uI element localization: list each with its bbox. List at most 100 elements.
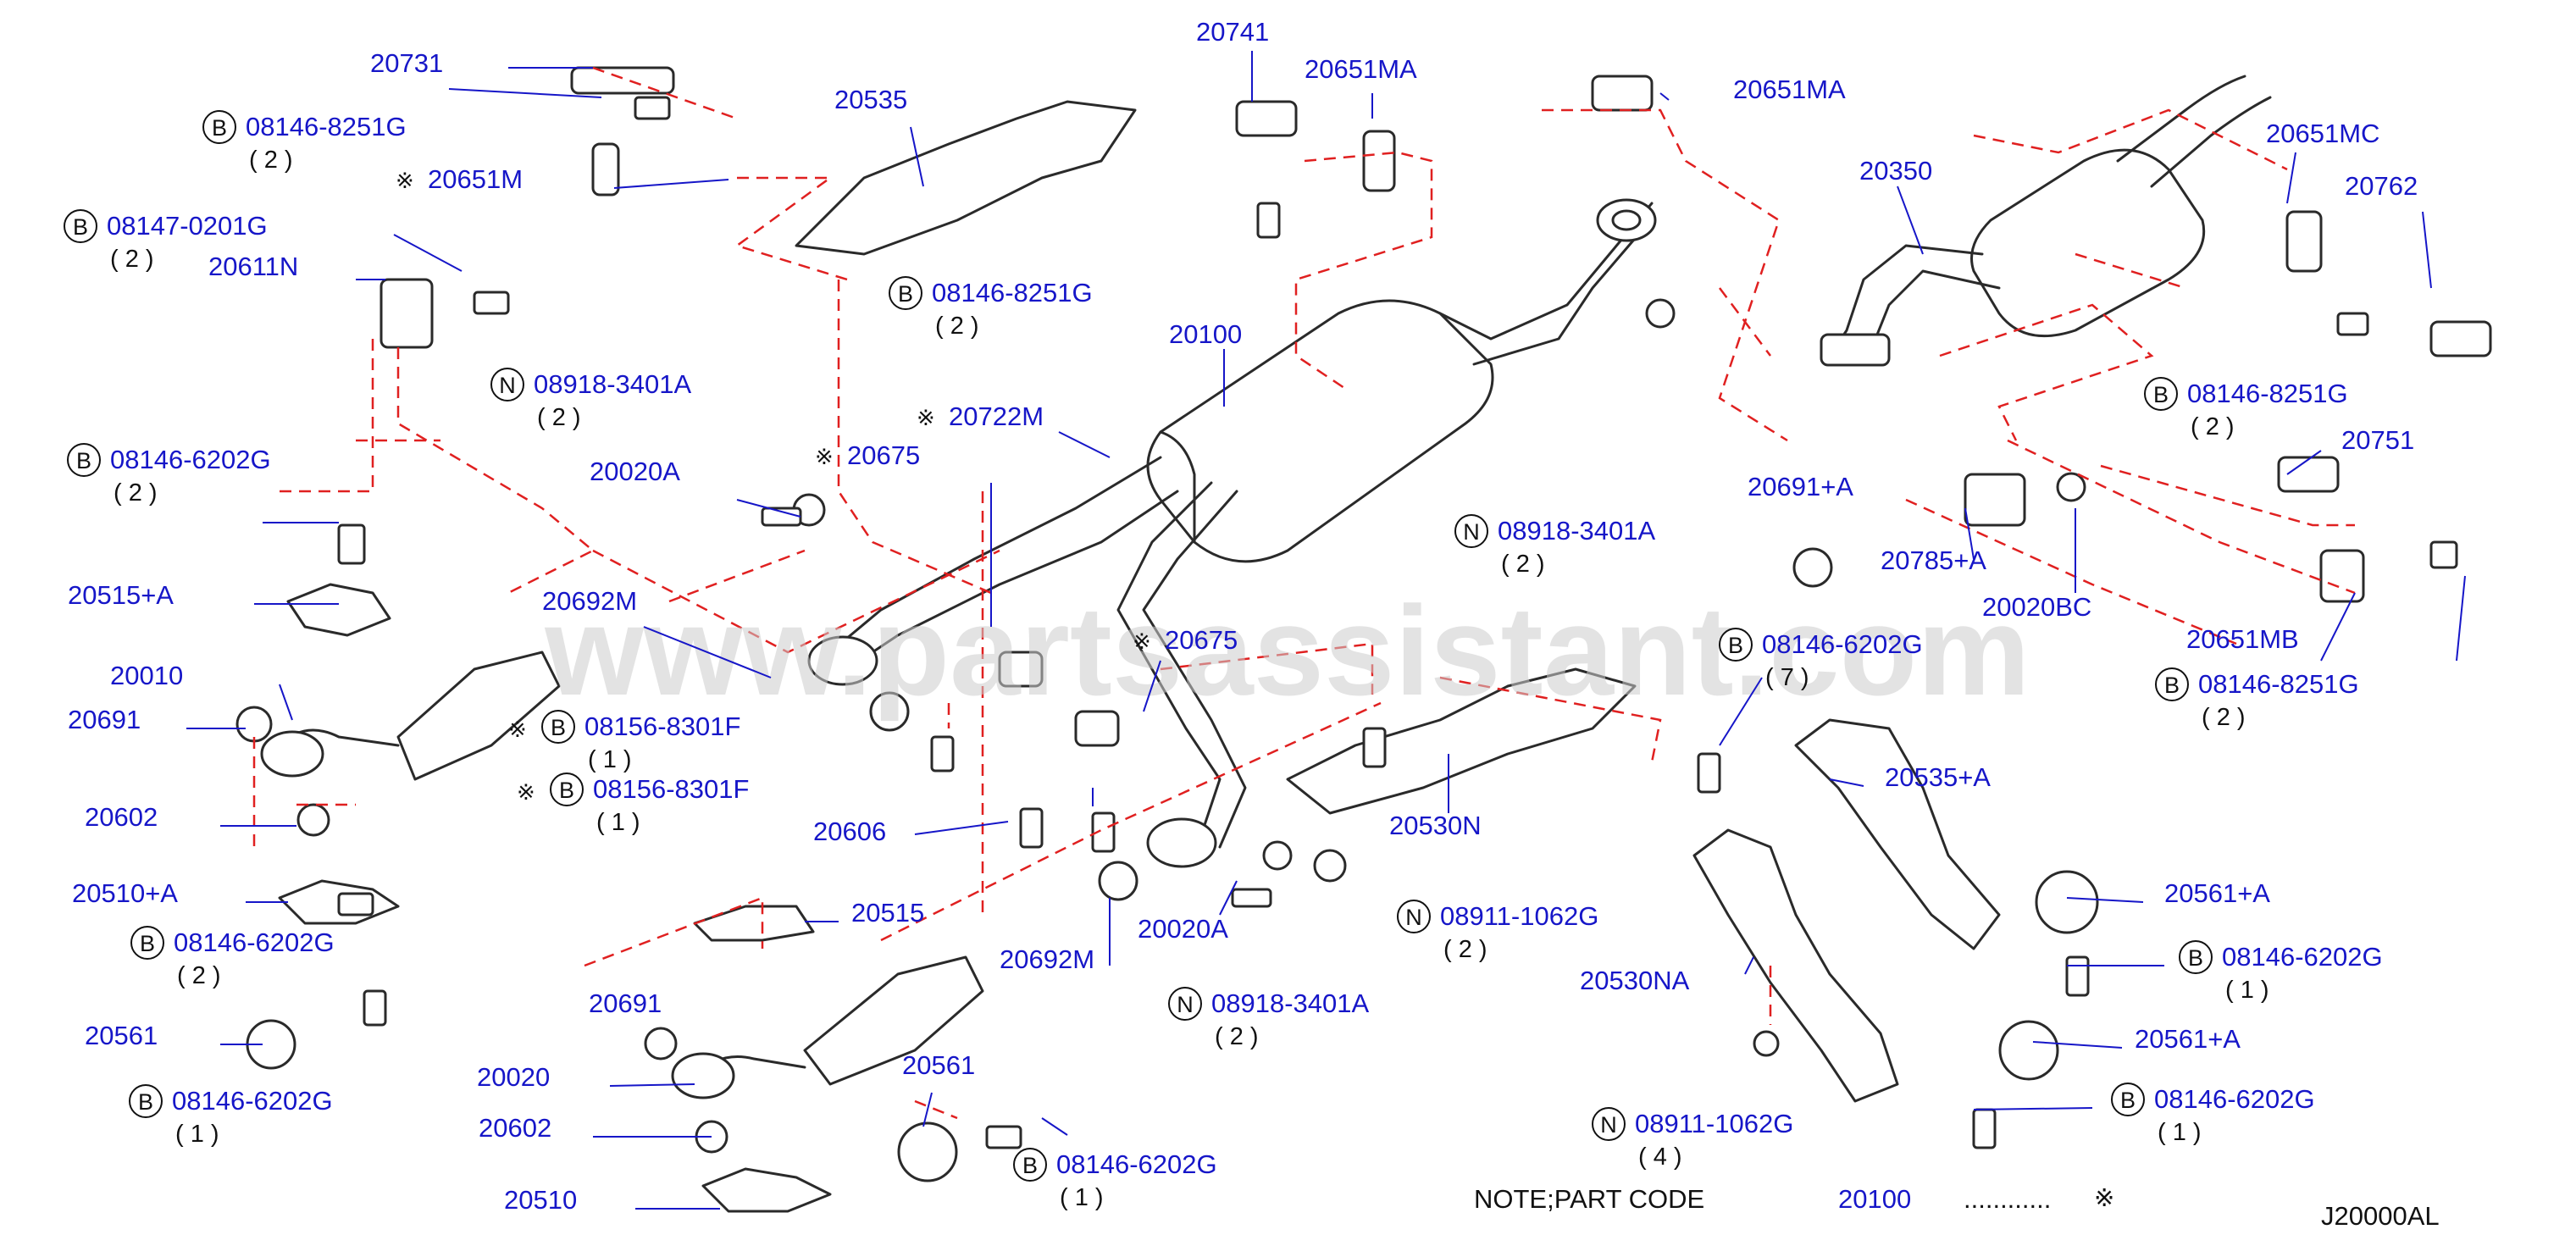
quantity: ( 2 ) — [249, 147, 293, 174]
ring-part-10 — [1753, 1030, 1780, 1057]
bolt-3 — [337, 892, 374, 916]
part-label-20530N: 20530N — [1389, 811, 1482, 840]
part-label-20762: 20762 — [2345, 171, 2418, 201]
leader-20785+A — [1964, 507, 1975, 560]
part-number: 20651MC — [2266, 119, 2379, 148]
part-label-20515+A: 20515+A — [68, 580, 174, 610]
part-code-note: NOTE;PART CODE 20100 ............ ※ J200… — [1474, 1184, 2440, 1231]
heat-shield-7 — [701, 1167, 832, 1213]
bracket-3 — [1235, 100, 1298, 137]
badge-circle — [1454, 514, 1488, 548]
quantity: ( 2 ) — [114, 479, 158, 507]
callout-mark: ※ — [508, 717, 527, 742]
part-number: 20020A — [1138, 914, 1228, 944]
part-number: 08146-8251G — [2198, 669, 2359, 699]
part-number: 20692M — [1000, 944, 1094, 974]
cat-flange-upper — [260, 730, 324, 778]
ring-part-9 — [1313, 849, 1347, 883]
badge-circle — [2179, 940, 2213, 974]
bolt-13 — [1972, 1108, 1997, 1149]
badge-circle — [550, 772, 584, 806]
assembly-dashed-lines — [252, 66, 2356, 1120]
part-number: 20010 — [110, 661, 183, 690]
badge-circle — [2111, 1083, 2145, 1116]
bracket-1 — [591, 142, 620, 197]
part-label-20606: 20606 — [813, 817, 886, 846]
part-label-20010: 20010 — [110, 661, 183, 690]
heat-shield-3 — [1692, 828, 1899, 1103]
part-number: 20691 — [68, 705, 141, 734]
assembly-line-11 — [1294, 151, 1433, 391]
callout-mark: ※ — [815, 444, 834, 469]
part-label-20510: 20510 — [504, 1185, 577, 1215]
part-label-20602-b: 20602 — [479, 1113, 551, 1143]
assembly-line-5 — [668, 549, 806, 603]
badge-letter: B — [138, 1089, 153, 1115]
part-label-20675-a: ※ 20675 — [815, 440, 920, 470]
catalytic-converter-lower — [803, 955, 984, 1086]
part-label-20611N: 20611N — [208, 252, 298, 281]
leader-20561-b — [922, 1092, 933, 1127]
assembly-line-12 — [1542, 108, 1788, 442]
bolt-0 — [634, 96, 671, 120]
part-number: 20692M — [542, 586, 637, 616]
heat-shield-1 — [1286, 667, 1637, 815]
part-number: 08146-8251G — [932, 278, 1093, 307]
leader-20010 — [279, 684, 293, 721]
part-number: 20611N — [208, 252, 298, 281]
quantity: ( 2 ) — [1501, 551, 1545, 578]
part-label-20535+A: 20535+A — [1885, 762, 1991, 792]
badge-circle — [541, 710, 575, 744]
part-number: 20020BC — [1982, 592, 2091, 622]
quantity: ( 2 ) — [2191, 413, 2235, 440]
badge-letter: N — [1600, 1112, 1617, 1138]
badge-circle — [202, 110, 236, 144]
assembly-line-24 — [280, 339, 374, 493]
part-label-20722M: ※20722M — [917, 401, 1044, 431]
part-number: 20530N — [1389, 811, 1482, 840]
outlet-flange-hole — [1611, 209, 1642, 231]
assembly-line-4 — [592, 549, 1000, 654]
badge-circle — [129, 1084, 163, 1118]
assembly-line-10 — [584, 896, 764, 967]
bolt-8 — [1231, 888, 1272, 908]
part-number: 08918-3401A — [1498, 516, 1655, 545]
part-number: 08146-6202G — [1056, 1149, 1217, 1179]
badge-letter: B — [212, 115, 227, 141]
badge-circle — [490, 368, 524, 401]
part-number: 08911-1062G — [1635, 1109, 1793, 1138]
part-label-20751: 20751 — [2341, 425, 2414, 455]
quantity: ( 7 ) — [1765, 664, 1809, 691]
part-number: 08156-8301F — [593, 774, 749, 804]
parts-drawing — [235, 66, 2492, 1213]
leader-lines — [186, 51, 2466, 1210]
leader-20722M — [1058, 431, 1111, 458]
part-number: 20785+A — [1881, 545, 1986, 575]
front-pipe-upper — [828, 456, 1162, 654]
part-label-20561: 20561 — [85, 1021, 158, 1050]
badge-circle — [889, 276, 922, 310]
leader-b-08146-8251G-a — [448, 88, 602, 98]
bolt-17 — [985, 1125, 1022, 1149]
badge-circle — [1397, 900, 1431, 933]
ring-part-6 — [1792, 547, 1833, 588]
leader-20692M-a — [643, 626, 772, 678]
part-number: 20675 — [847, 440, 920, 470]
part-number: 20675 — [1165, 625, 1238, 655]
part-number: 20561+A — [2135, 1024, 2241, 1054]
leader-20751 — [2286, 450, 2322, 475]
heat-shield-2 — [1794, 718, 2001, 950]
bolt-1 — [473, 291, 510, 315]
leader-20020 — [609, 1083, 695, 1087]
part-label-20350: 20350 — [1859, 156, 1932, 186]
badge-letter: B — [140, 931, 155, 956]
part-number: 08918-3401A — [534, 369, 691, 399]
ring-part-13 — [2035, 870, 2099, 934]
